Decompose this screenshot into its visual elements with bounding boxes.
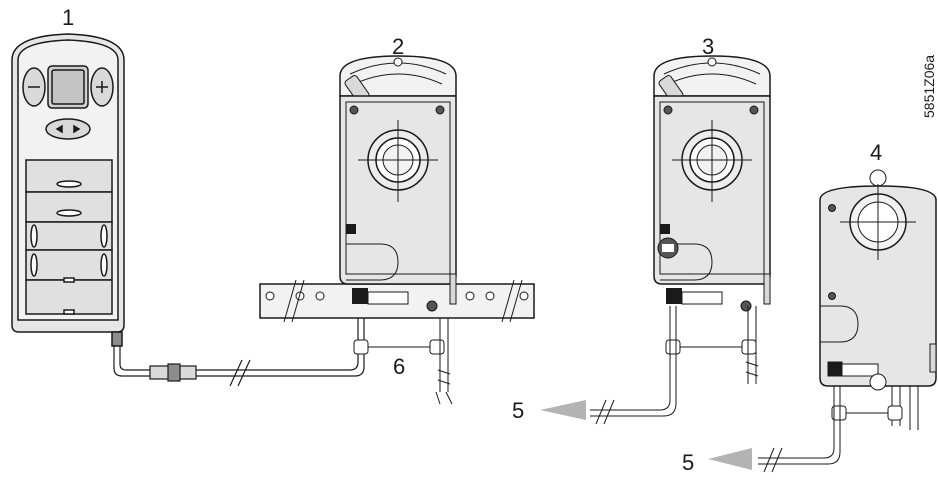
- label-cable-direction-b: 5: [682, 450, 694, 475]
- actuator-2: [259, 55, 535, 405]
- label-cable-direction-a: 5: [512, 398, 524, 423]
- tool-cable: [113, 300, 365, 387]
- nav-key: [45, 118, 91, 140]
- cable-clip: [353, 339, 369, 355]
- figure-code: 5851Z06a: [921, 55, 937, 118]
- direction-arrow: [540, 400, 586, 420]
- actuator-3: [540, 55, 771, 425]
- handheld-tool: [11, 33, 125, 347]
- actuator-4: [708, 169, 937, 473]
- label-tool: 1: [62, 5, 74, 30]
- direction-arrow: [708, 448, 752, 470]
- label-actuator-2: 2: [392, 34, 404, 59]
- label-cable-clip: 6: [393, 354, 405, 379]
- label-actuator-4: 4: [870, 140, 882, 165]
- label-actuator-3: 3: [702, 34, 714, 59]
